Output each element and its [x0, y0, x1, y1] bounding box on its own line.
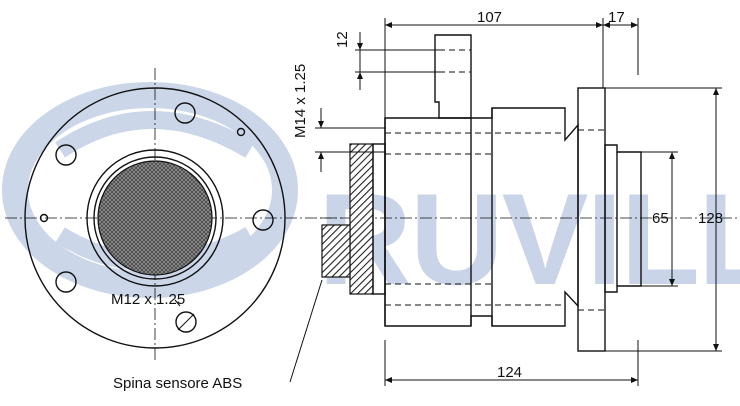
thread-hub-label: M12 x 1.25	[111, 291, 185, 308]
side-view: 107 17 12 M14 x 1.25	[113, 9, 740, 392]
svg-text:M14 x 1.25: M14 x 1.25	[292, 64, 309, 138]
bolt-holes	[55, 102, 274, 293]
dim-thread-bolt: M14 x 1.25	[292, 64, 386, 172]
threaded-hole	[175, 311, 197, 333]
svg-text:124: 124	[497, 364, 522, 381]
abs-sensor-label: Spina sensore ABS	[113, 375, 242, 392]
dim-124: 124	[384, 340, 639, 386]
dim-128: 128	[605, 87, 723, 352]
svg-text:65: 65	[652, 210, 669, 227]
abs-sensor-pin	[321, 224, 351, 278]
brand-logo-emblem	[2, 82, 298, 298]
dim-17: 17	[603, 9, 639, 75]
splined-bore	[97, 160, 213, 276]
thread-hub-leader	[174, 299, 181, 307]
svg-text:128: 128	[698, 210, 723, 227]
svg-text:17: 17	[608, 9, 625, 26]
seal-ring-section	[349, 143, 374, 295]
front-view: M12 x 1.25	[5, 68, 345, 362]
svg-text:12: 12	[334, 31, 351, 48]
flange-outline	[24, 87, 286, 349]
dim-12: 12	[334, 31, 440, 90]
svg-text:107: 107	[477, 9, 502, 26]
brand-watermark-text: RUVILLE	[318, 166, 740, 312]
abs-sensor-callout: Spina sensore ABS	[113, 279, 323, 392]
dim-107: 107	[384, 9, 604, 118]
dim-65: 65	[641, 151, 678, 287]
